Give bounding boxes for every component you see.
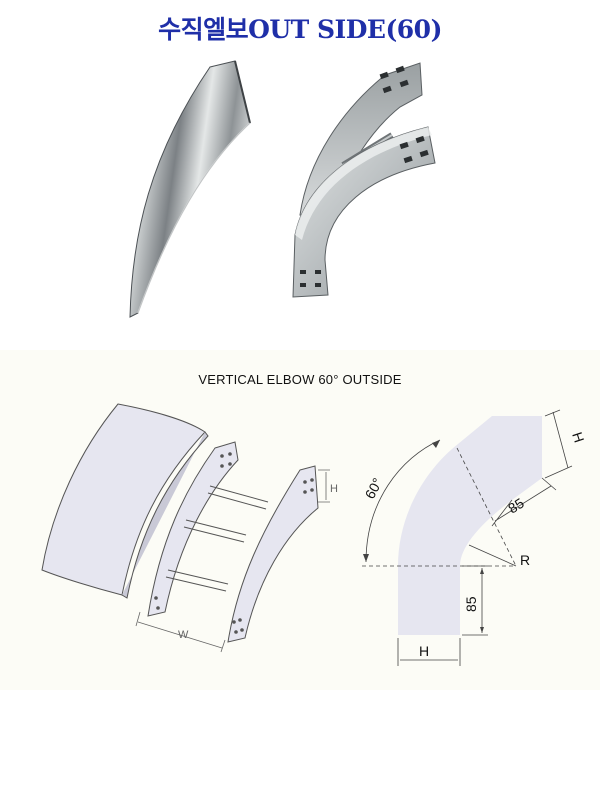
page-title: 수직엘보OUT SIDE(60) (158, 15, 442, 44)
angle-label: 60° (362, 475, 386, 501)
ladder-elbow-drawing: H W (135, 441, 338, 653)
leg-bottom-label: 85 (463, 596, 479, 612)
width-label: W (178, 629, 189, 641)
technical-drawing: H W 60° R 85 85 H H (41, 403, 587, 666)
top-height-label: H (569, 430, 587, 445)
bottom-height-label: H (419, 643, 429, 659)
leg-top-label: 85 (505, 495, 527, 517)
drawing-title: VERTICAL ELBOW 60° OUTSIDE (198, 372, 402, 387)
elevation-drawing: 60° R 85 85 H H (362, 409, 587, 666)
product-photos (129, 60, 436, 318)
cover-photo (129, 60, 251, 318)
elbow-photo (292, 62, 436, 298)
cover-plate-drawing (41, 403, 209, 599)
height-label: H (330, 483, 338, 495)
radius-label: R (520, 552, 530, 568)
